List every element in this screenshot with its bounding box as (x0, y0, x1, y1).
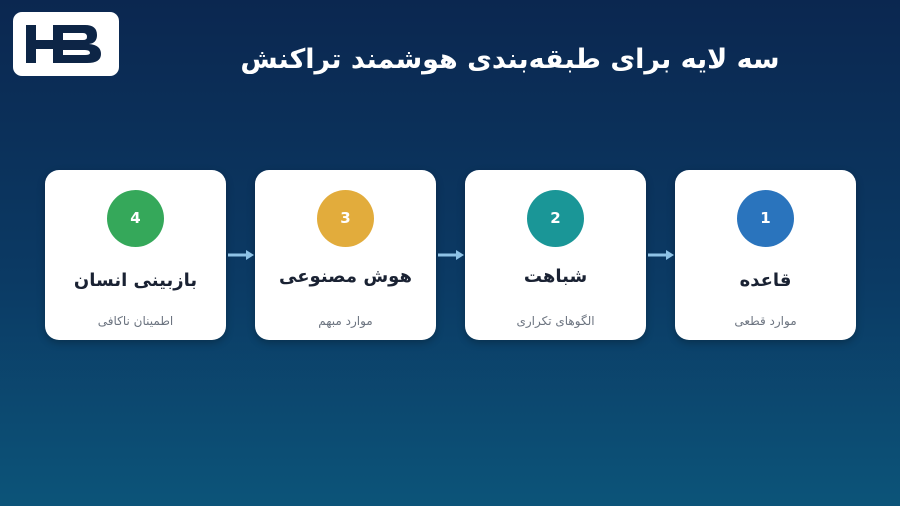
step-label: هوش مصنوعی (279, 266, 412, 287)
step-description: موارد قطعی (734, 314, 797, 328)
step-label: شباهت (523, 266, 588, 287)
arrow-right-icon (438, 250, 464, 260)
step-card-1: 1 قاعده موارد قطعی (675, 170, 856, 340)
step-number-badge: 4 (107, 190, 164, 247)
brand-logo (13, 12, 119, 76)
step-number-badge: 1 (737, 190, 794, 247)
step-description: موارد مبهم (318, 314, 373, 328)
page-title: سه لایه برای طبقه‌بندی هوشمند تراکنش (240, 44, 780, 75)
step-label: قاعده (739, 270, 792, 291)
step-number-badge: 2 (527, 190, 584, 247)
step-description: الگوهای تکراری (516, 314, 595, 328)
step-card-4: 4 بازبینی انسان اطمینان ناکافی (45, 170, 226, 340)
arrow-right-icon (648, 250, 674, 260)
arrow-right-icon (228, 250, 254, 260)
step-number-badge: 3 (317, 190, 374, 247)
step-label: بازبینی انسان (73, 270, 198, 291)
step-card-3: 3 هوش مصنوعی موارد مبهم (255, 170, 436, 340)
hb-logo-mark-icon (26, 25, 101, 63)
step-description: اطمینان ناکافی (97, 314, 174, 328)
step-card-2: 2 شباهت الگوهای تکراری (465, 170, 646, 340)
